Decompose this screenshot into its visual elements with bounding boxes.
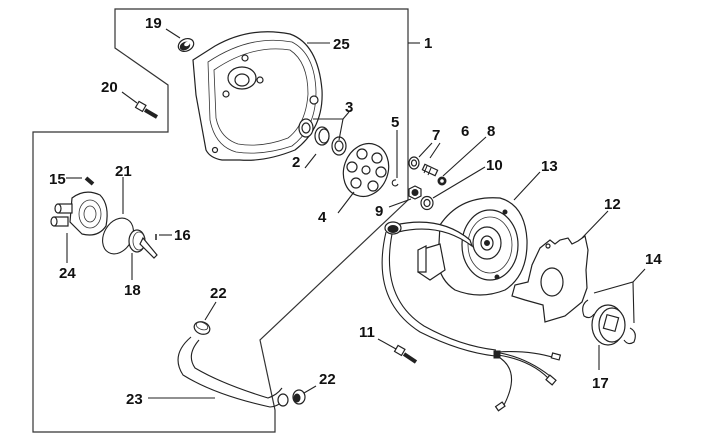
leader-lines (66, 28, 646, 399)
flywheel-magneto (394, 197, 528, 296)
hex-nut-9 (408, 185, 422, 200)
callout-18: 18 (124, 282, 141, 299)
callout-16: 16 (174, 227, 191, 244)
callout-5: 5 (391, 114, 399, 131)
callout-15: 15 (49, 171, 66, 188)
callout-17: 17 (592, 375, 609, 392)
callout-20: 20 (101, 79, 118, 96)
drive-coupling (591, 304, 626, 346)
washer-8 (437, 176, 447, 186)
stator-plate-bolt-hole (545, 243, 551, 249)
pump-shaft (128, 229, 158, 259)
wiring-harness (381, 221, 562, 412)
callout-6: 6 (461, 123, 469, 140)
clip (391, 179, 399, 187)
stator-plate-hole (540, 267, 564, 297)
callout-9: 9 (375, 203, 383, 220)
housing-cover (192, 31, 323, 161)
callout-14: 14 (645, 251, 662, 268)
hose-clamp-upper (193, 321, 211, 335)
callout-12: 12 (604, 196, 621, 213)
callout-1: 1 (424, 35, 432, 52)
screw-15 (84, 176, 95, 186)
assembly-group-border (32, 8, 409, 433)
callout-2: 2 (292, 154, 300, 171)
bolt-11 (393, 344, 418, 364)
circlip-pair (582, 299, 636, 345)
callout-19: 19 (145, 15, 162, 32)
callout-13: 13 (541, 158, 558, 175)
callout-22b: 22 (319, 371, 336, 388)
callout-7: 7 (432, 127, 440, 144)
callout-25: 25 (333, 36, 350, 53)
callout-22a: 22 (210, 285, 227, 302)
oil-seal (177, 37, 195, 53)
nut-7 (408, 156, 420, 170)
hose-clamp-lower (277, 389, 306, 407)
callout-11: 11 (359, 324, 375, 341)
callout-3: 3 (345, 99, 353, 116)
callout-24: 24 (59, 265, 76, 282)
seal-ring (314, 126, 330, 146)
bearing-pair (298, 118, 347, 156)
impeller-disc (342, 142, 390, 198)
bolt-20 (134, 100, 159, 119)
callout-8: 8 (487, 123, 495, 140)
pump-cover (50, 191, 108, 236)
callout-10: 10 (486, 157, 503, 174)
stud-bolt-6 (421, 163, 439, 177)
callout-4: 4 (318, 209, 327, 226)
washer-10 (420, 195, 434, 211)
callout-21: 21 (115, 163, 132, 180)
water-hose (177, 336, 286, 408)
callout-23: 23 (126, 391, 143, 408)
